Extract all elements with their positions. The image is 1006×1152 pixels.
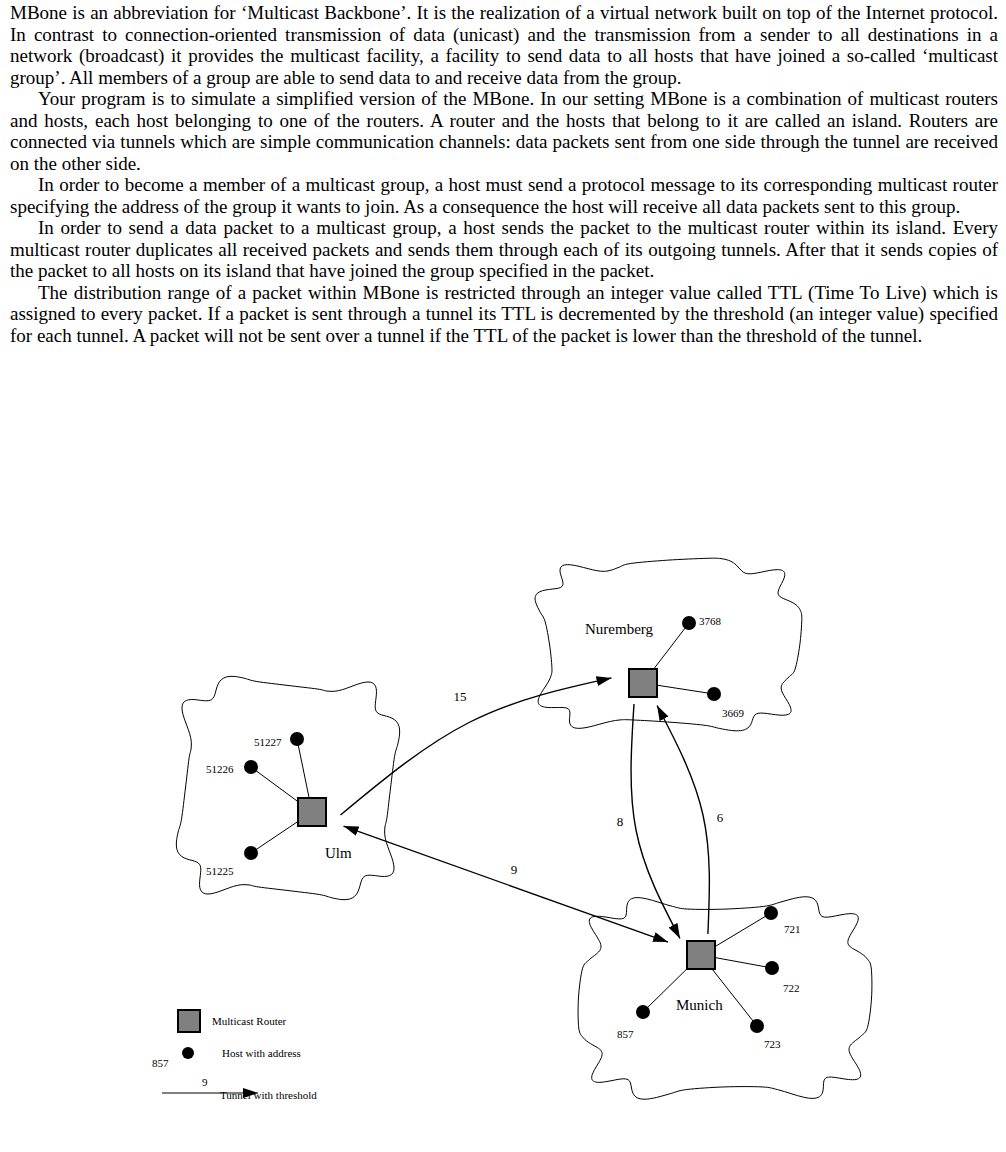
island-name: Munich — [676, 997, 723, 1014]
host-symbol — [182, 1047, 194, 1059]
threshold-label: 9 — [509, 863, 520, 877]
tunnel — [341, 678, 612, 815]
host-address: 3669 — [722, 707, 744, 719]
host-dot — [244, 846, 258, 860]
island: Ulm 51227 51226 51225 — [172, 672, 404, 904]
legend-sample-label: 9 — [202, 1076, 208, 1088]
island-name: Nuremberg — [585, 621, 653, 638]
host: 722 — [783, 978, 800, 996]
router-square — [686, 940, 716, 970]
host-dot — [764, 906, 778, 920]
host-links — [251, 623, 772, 1026]
router-square — [628, 668, 658, 698]
host-dot — [707, 687, 721, 701]
threshold-label: 6 — [715, 811, 726, 825]
threshold-label: 15 — [452, 690, 469, 704]
host: 723 — [764, 1034, 781, 1052]
router-symbol — [178, 1010, 200, 1032]
router-square — [297, 797, 327, 827]
island-outline — [176, 676, 399, 899]
legend-text: Tunnel with threshold — [220, 1089, 317, 1101]
host: 51225 — [206, 861, 234, 879]
host-address: 857 — [617, 1028, 634, 1040]
island-outline — [535, 558, 802, 731]
paragraph: MBone is an abbreviation for ‘Multicast … — [10, 2, 998, 88]
host-dot — [290, 732, 304, 746]
legend-text: Host with address — [222, 1047, 301, 1059]
island-name: Ulm — [325, 845, 352, 862]
host: 51226 — [206, 759, 234, 777]
host: 3669 — [722, 703, 744, 721]
host: 51227 — [254, 732, 282, 750]
tunnel — [631, 704, 680, 939]
threshold-label: 8 — [615, 815, 626, 829]
text-block: MBone is an abbreviation for ‘Multicast … — [10, 2, 998, 346]
tunnels — [341, 678, 710, 942]
paragraph: Your program is to simulate a simplified… — [10, 88, 998, 174]
host: 857 — [617, 1024, 634, 1042]
host: 3768 — [699, 611, 721, 629]
host-address: 721 — [784, 923, 801, 935]
host-address: 3768 — [699, 615, 721, 627]
island-outline — [578, 897, 872, 1099]
host-address: 51227 — [254, 736, 282, 748]
host-address: 51226 — [206, 763, 234, 775]
host-address: 51225 — [206, 865, 234, 877]
host-dot — [244, 760, 258, 774]
island-outline — [575, 892, 875, 1104]
host-dot — [636, 1005, 650, 1019]
paragraph: In order to become a member of a multica… — [10, 174, 998, 217]
legend-text: Multicast Router — [212, 1015, 286, 1027]
island: Munich 721 722 857 723 — [575, 892, 875, 1104]
host-dot — [765, 961, 779, 975]
island-outline — [530, 555, 805, 735]
legend-sample-label: 857 — [152, 1057, 169, 1069]
island: Nuremberg 3768 3669 — [530, 555, 805, 735]
tunnel — [657, 706, 709, 935]
host: 721 — [784, 919, 801, 937]
host-address: 723 — [764, 1038, 781, 1050]
host-address: 722 — [783, 982, 800, 994]
host-dot — [682, 616, 696, 630]
tunnel — [344, 826, 669, 942]
paragraph: The distribution range of a packet withi… — [10, 282, 998, 347]
host-dot — [750, 1019, 764, 1033]
paragraph: In order to send a data packet to a mult… — [10, 217, 998, 282]
